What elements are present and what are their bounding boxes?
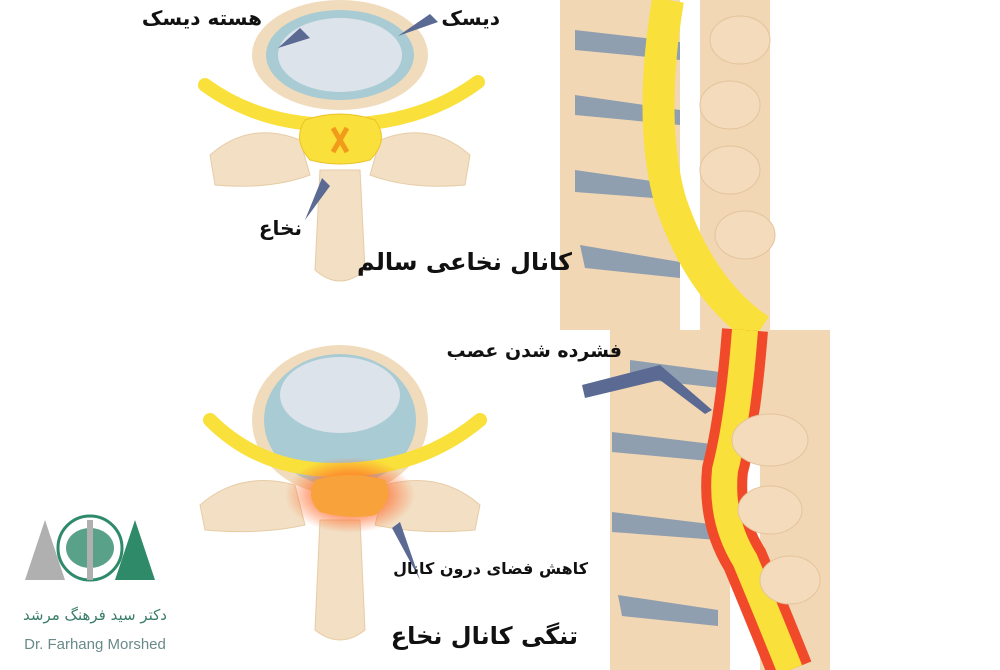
pointer-nerve-compression (582, 365, 712, 414)
logo-name-fa: دکتر سید فرهنگ مرشد (23, 606, 167, 624)
pointer-nucleus (278, 28, 310, 48)
logo-name-en: Dr. Farhang Morshed (24, 636, 166, 653)
tree-gray-icon (25, 520, 65, 580)
label-nucleus: هسته دیسک (141, 6, 262, 30)
healthy-spine-side-view (560, 0, 776, 344)
label-nerve-compression: فشرده شدن عصب (446, 340, 622, 362)
disc-nucleus (278, 18, 402, 92)
clinic-logo (25, 514, 155, 582)
pointer-canal (392, 522, 420, 580)
tree-green-icon (115, 520, 155, 580)
stenosis-title: تنگی کانال نخاع (390, 622, 578, 650)
healthy-vertebra-cross-section (198, 0, 485, 282)
label-disc: دیسک (441, 6, 500, 30)
healthy-title: کانال نخاعی سالم (357, 248, 572, 276)
stenosis-vertebra-cross-section (199, 345, 487, 641)
pointer-cord (305, 178, 330, 220)
label-cord: نخاع (258, 216, 302, 240)
spine-icon (87, 520, 93, 580)
label-canal-narrowing: کاهش فضای درون کانال (393, 559, 588, 578)
pointer-disc (398, 14, 438, 36)
